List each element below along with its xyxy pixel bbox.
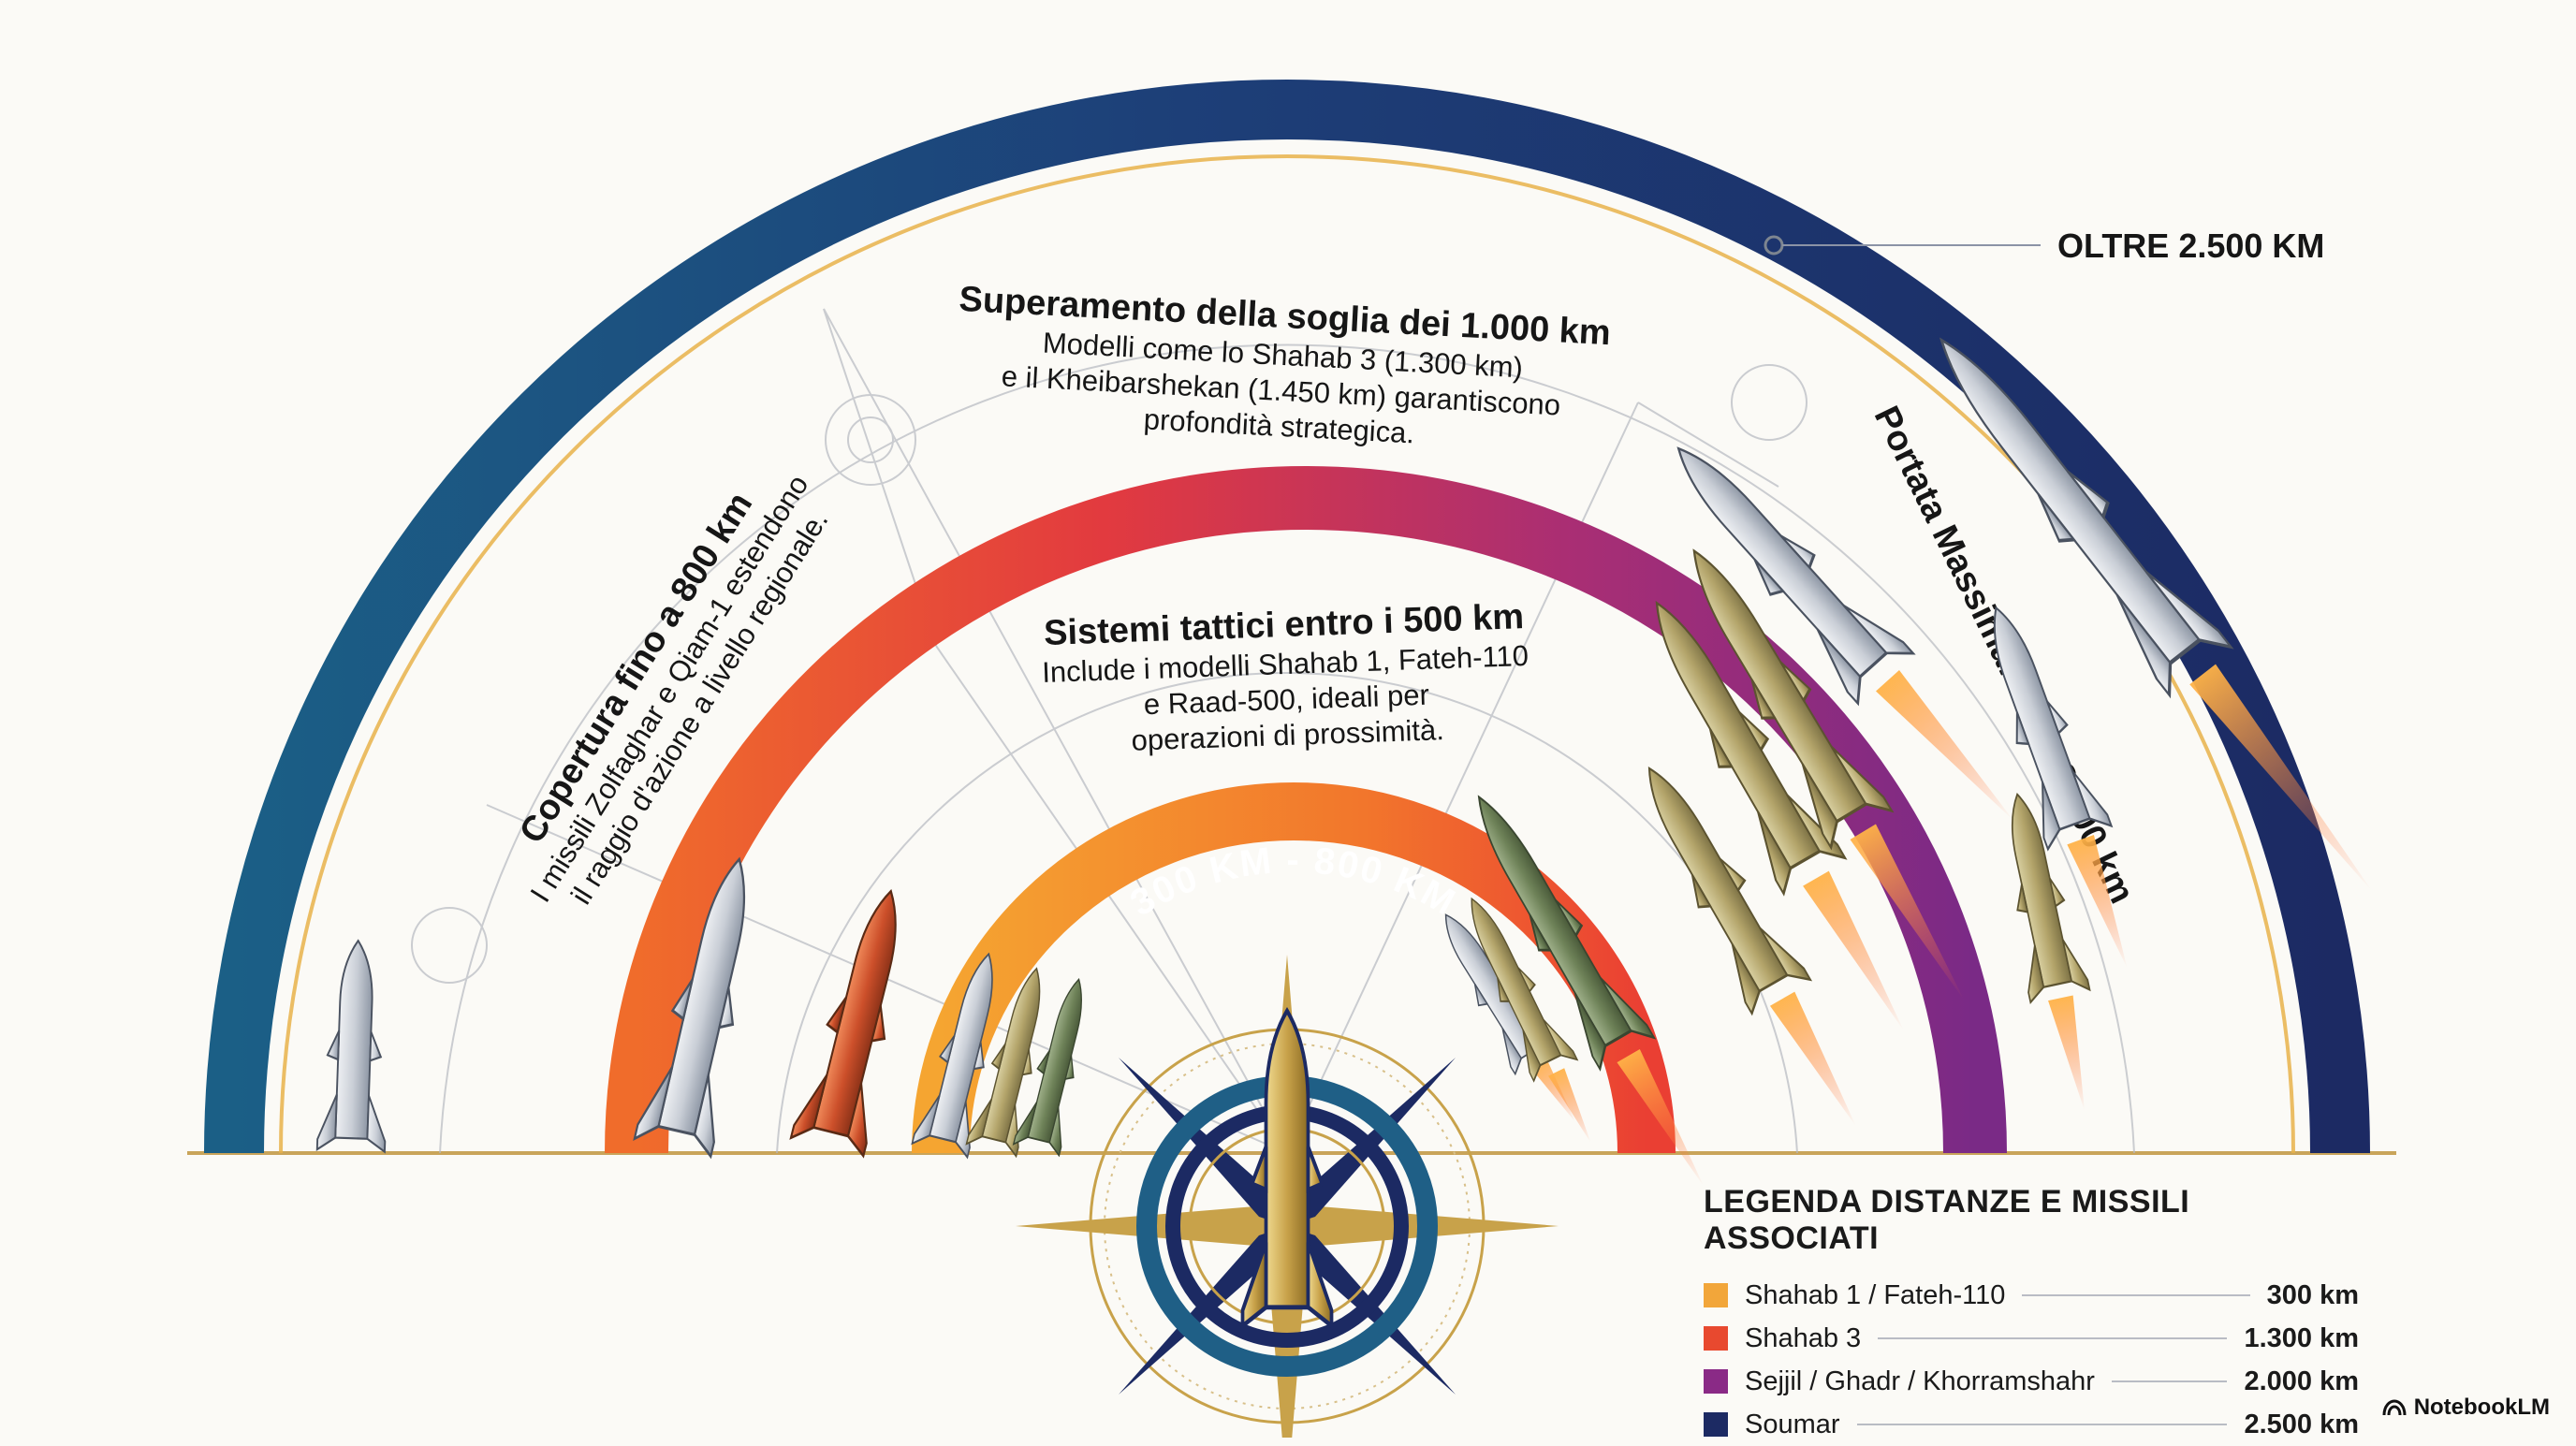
missile-right-7: [1649, 422, 2013, 821]
legend: LEGENDA DISTANZE E MISSILI ASSOCIATI Sha…: [1704, 1184, 2359, 1446]
legend-item-name: Shahab 3: [1745, 1322, 1862, 1353]
callout-outer-range: OLTRE 2.500 KM: [2057, 226, 2324, 265]
legend-item-distance: 300 km: [2266, 1279, 2359, 1310]
missile-right-10: [1909, 314, 2373, 892]
legend-item-distance: 1.300 km: [2244, 1322, 2359, 1353]
missile-right-8: [1963, 594, 2128, 969]
legend-leader-line: [2022, 1294, 2250, 1296]
legend-item-distance: 2.000 km: [2244, 1366, 2359, 1396]
legend-item-name: Sejjil / Ghadr / Khorramshahr: [1745, 1366, 2095, 1396]
legend-item-name: Soumar: [1745, 1409, 1840, 1439]
center-missile: [1243, 1011, 1332, 1326]
missile-right-1: [1423, 899, 1575, 1122]
legend-item-shahab3: Shahab 3 1.300 km: [1704, 1317, 2359, 1360]
missile-right-9: [1986, 786, 2091, 1111]
legend-swatch: [1704, 1283, 1728, 1307]
missile-right-4: [1618, 750, 1856, 1127]
arc-2500km: [204, 80, 2370, 1154]
missile-right-6: [1661, 531, 1965, 1001]
legend-item-name: Shahab 1 / Fateh-110: [1745, 1279, 2006, 1310]
legend-swatch: [1704, 1369, 1728, 1394]
left-zone-line-1: I missili Zolfaghar e Qiam-1 estendono: [524, 469, 815, 908]
outer-zone-text: Superamento della soglia dei 1.000 km Mo…: [959, 280, 1612, 450]
legend-title: LEGENDA DISTANZE E MISSILI ASSOCIATI: [1704, 1184, 2190, 1256]
legend-leader-line: [1856, 1424, 2228, 1425]
legend-item-shahab1: Shahab 1 / Fateh-110 300 km: [1704, 1274, 2359, 1317]
middle-zone-text: Sistemi tattici entro i 500 km Include i…: [1042, 597, 1530, 757]
compass-rose: [1016, 955, 1559, 1438]
arc-middle: [605, 466, 2007, 1154]
missile-right-2: [1449, 886, 1591, 1143]
missile-left-3: [789, 881, 929, 1158]
legend-swatch: [1704, 1326, 1728, 1351]
missile-left-1: [315, 938, 393, 1153]
missile-right-5: [1624, 583, 1905, 1031]
legend-leader-line: [1878, 1337, 2228, 1339]
brand-watermark: NotebookLM: [2382, 1395, 2550, 1421]
legend-item-soumar: Soumar 2.500 km: [1704, 1403, 2359, 1446]
legend-swatch: [1704, 1412, 1728, 1437]
legend-leader-line: [2111, 1380, 2228, 1382]
notebooklm-logo-icon: [2382, 1399, 2407, 1416]
legend-item-distance: 2.500 km: [2244, 1409, 2359, 1439]
middle-zone-line-3: operazioni di prossimità.: [1131, 713, 1444, 757]
missile-right-3: [1450, 780, 1705, 1187]
brand-name: NotebookLM: [2413, 1395, 2550, 1420]
legend-item-sejjil: Sejjil / Ghadr / Khorramshahr 2.000 km: [1704, 1360, 2359, 1403]
